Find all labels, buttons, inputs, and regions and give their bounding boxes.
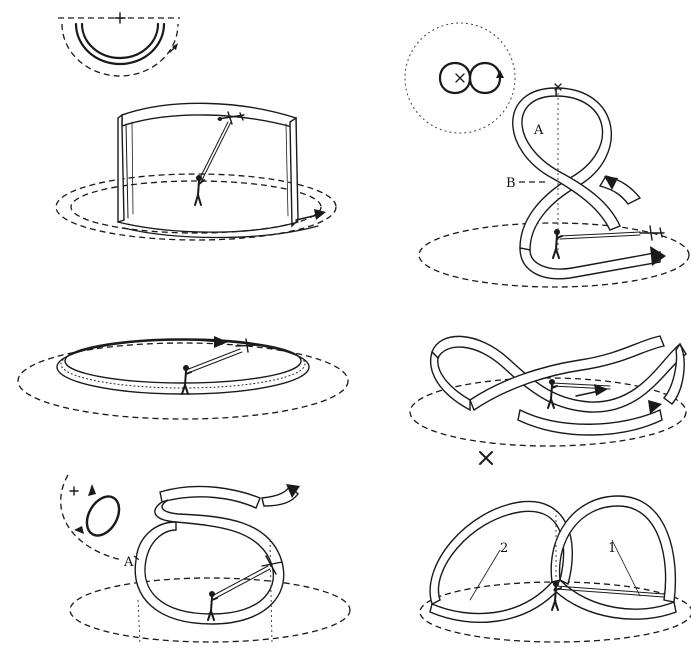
ribbon-overhead-eight: [430, 496, 676, 622]
panel-vertical-eight: A B: [405, 23, 689, 287]
inset-top-view-eight: [405, 23, 515, 133]
ribbon-wall-path: [118, 103, 326, 237]
inset-top-view-semicircle: [58, 13, 180, 76]
panel-wall-loop: [56, 13, 336, 240]
label-A: A: [123, 555, 134, 570]
label-1: 1: [608, 541, 616, 556]
pilot-figure-icon: [182, 365, 191, 394]
ribbon-level-circle: [57, 336, 309, 394]
label-A: A: [533, 123, 544, 138]
ribbon-wingover-eight: [431, 336, 686, 435]
inset-top-view-loop: [61, 475, 126, 560]
model-plane-icon: [640, 226, 664, 240]
cross-mark-icon: [480, 452, 492, 464]
panel-inside-loop: A: [61, 475, 350, 644]
ribbon-vertical-eight: [513, 84, 666, 279]
label-2: 2: [500, 541, 508, 556]
ribbon-inside-loop: [135, 484, 300, 624]
label-B: B: [506, 176, 516, 191]
panel-level-circle: [18, 336, 348, 419]
panel-wingover-eight: [410, 336, 686, 464]
panel-overhead-eight: 2 1: [420, 496, 691, 642]
